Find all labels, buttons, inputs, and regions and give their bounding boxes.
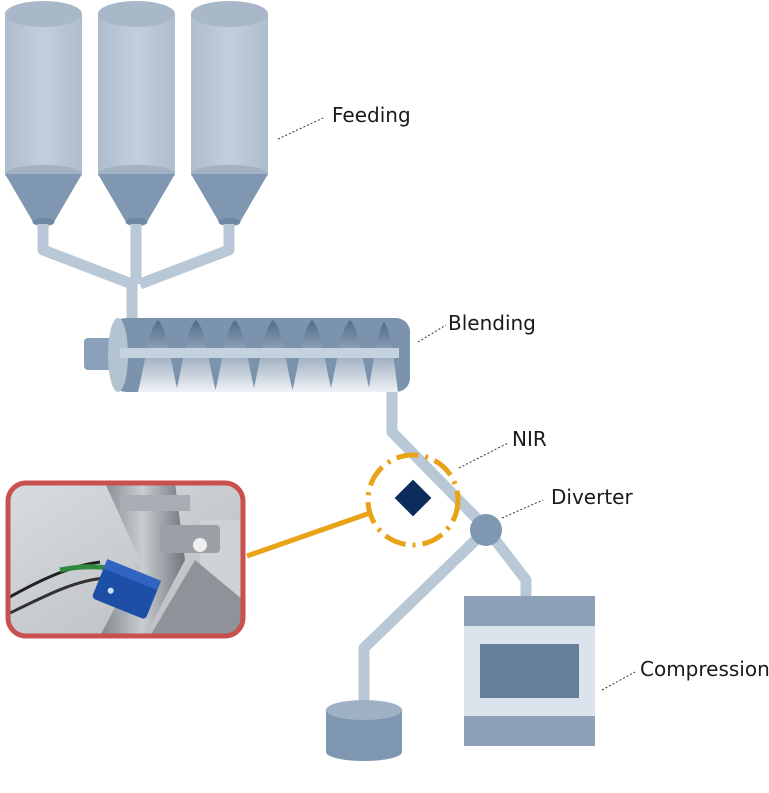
feed-pipes	[37, 224, 235, 322]
label-diverter: Diverter	[551, 485, 633, 509]
label-nir: NIR	[512, 427, 547, 451]
blender	[84, 318, 410, 392]
silo-3	[191, 1, 268, 226]
nir-ring	[365, 452, 461, 548]
compression-press	[464, 596, 595, 746]
label-compression: Compression	[640, 657, 769, 681]
nir-sensor-group	[365, 452, 461, 548]
label-feeding: Feeding	[332, 103, 411, 127]
waste-container	[326, 700, 402, 761]
photo-callout-line	[246, 510, 371, 559]
diverter-valve	[470, 514, 502, 546]
label-blending: Blending	[448, 311, 536, 335]
silo-2	[98, 1, 175, 226]
leader-lines	[277, 117, 636, 691]
press-window	[480, 644, 579, 698]
nir-sensor	[394, 479, 432, 517]
blender-shaft	[120, 348, 399, 358]
blender-end-cap	[108, 318, 128, 392]
silo-1	[5, 1, 82, 226]
photo-frame	[5, 480, 246, 639]
nir-probe-photo	[5, 480, 246, 639]
feeding-silos	[5, 1, 268, 226]
